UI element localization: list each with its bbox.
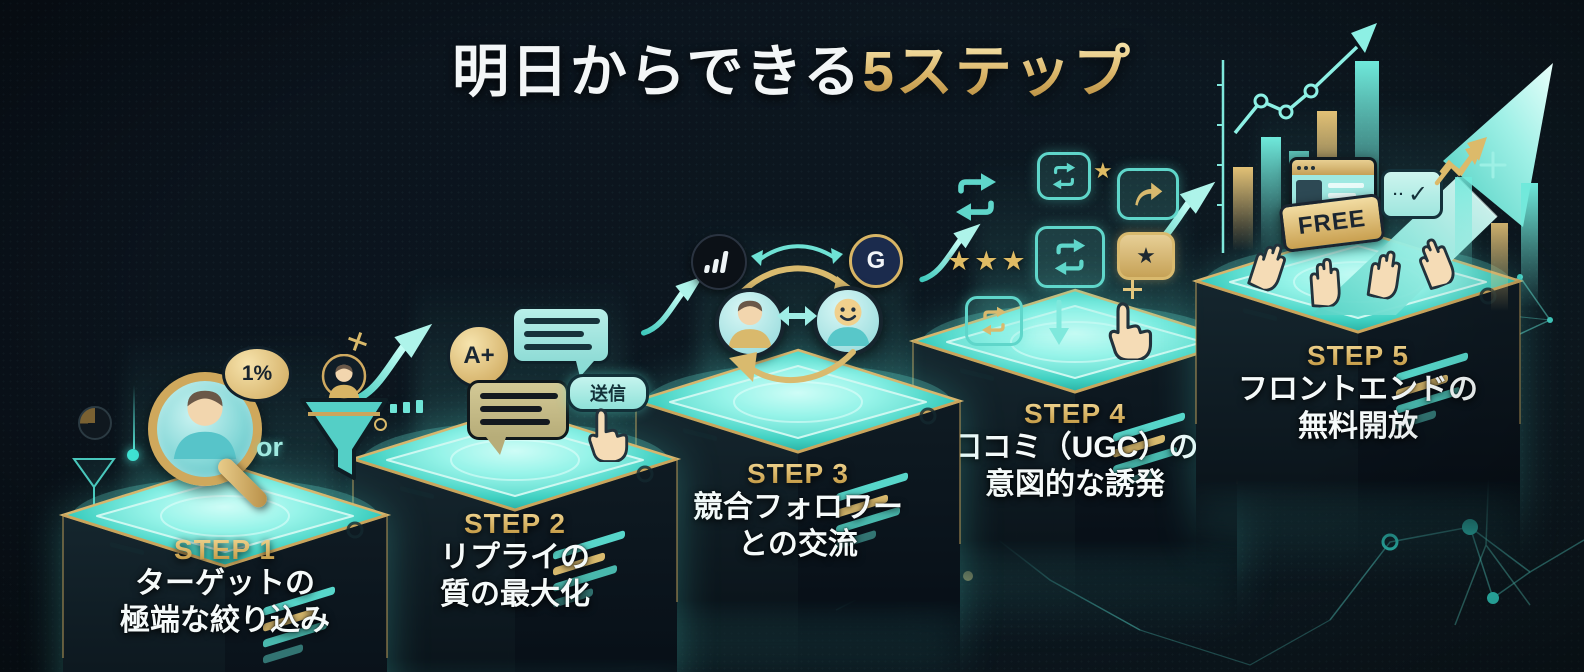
raised-hand-icon-4	[1412, 234, 1459, 293]
repost-bubble-small	[1037, 152, 1091, 200]
step-5: STEP 5 フロントエンドの 無料開放	[1188, 224, 1528, 564]
step-5-line1: フロントエンドの	[1238, 373, 1478, 406]
gold-ring-decor	[374, 418, 387, 431]
step-1-label: STEP 1	[55, 534, 395, 566]
free-tag-label: FREE	[1296, 204, 1368, 241]
sparkle-icon-gold	[1123, 280, 1142, 299]
dots-decor	[390, 400, 429, 418]
title-white-part: 明日からできる	[452, 40, 863, 104]
one-percent-bubble: 1%	[222, 346, 292, 402]
repost-bubble-large	[1035, 226, 1105, 288]
dots-glyph: ··	[1392, 185, 1405, 203]
step-2-text: STEP 2 リプライの 質の最大化	[345, 508, 685, 613]
step-1-line2: 極端な絞り込み	[120, 603, 330, 637]
pie-chart-icon	[78, 406, 112, 440]
repost-bubble-gold-arrows	[965, 296, 1023, 346]
avatar-right	[813, 286, 883, 356]
step-4-text: STEP 4 口コミ（UGC）の 意図的な誘発	[905, 398, 1245, 503]
browser-titlebar	[1292, 160, 1374, 175]
decor-dot	[127, 449, 139, 461]
g-logo-letter: G	[866, 247, 886, 274]
page-title: 明日からできる5ステップ	[0, 26, 1584, 108]
chat-bubble-olive	[467, 380, 569, 455]
raised-hand-icon-2	[1308, 257, 1342, 309]
double-arrow-icon	[777, 306, 817, 326]
raised-hand-icon-3	[1366, 248, 1403, 302]
step-4-line2: 意図的な誘発	[985, 467, 1165, 501]
step-2: STEP 2 リプライの 質の最大化	[345, 402, 685, 672]
step-4-icons: ★ ★★★ ★	[935, 150, 1190, 360]
step-5-icons: FREE ·· ✓	[1245, 143, 1490, 313]
step-4: STEP 4 口コミ（UGC）の 意図的な誘発	[905, 284, 1245, 624]
step-3-icons: G	[685, 222, 905, 392]
star-bubble-gold: ★	[1117, 232, 1175, 280]
g-logo-icon: G	[849, 234, 903, 288]
step-3-text: STEP 3 競合フォロワー との交流	[628, 458, 968, 563]
cycle-arrow-gold-bottom	[729, 349, 856, 384]
one-percent-label: 1%	[241, 362, 273, 385]
or-label: or	[256, 432, 283, 462]
step-1: STEP 1 ターゲットの 極端な絞り込み	[55, 458, 395, 672]
step-4-label: STEP 4	[905, 398, 1245, 430]
step-3: STEP 3 競合フォロワー との交流	[628, 344, 968, 672]
check-bubble: ·· ✓	[1381, 169, 1443, 219]
share-bubble	[1117, 168, 1179, 220]
step-1-text: STEP 1 ターゲットの 極端な絞り込み	[55, 534, 395, 639]
a-plus-label: A+	[463, 342, 495, 369]
three-stars-icon: ★★★	[947, 246, 1029, 276]
a-plus-badge: A+	[447, 324, 511, 388]
sparkle-icon	[348, 332, 367, 351]
step-5-line2: 無料開放	[1298, 409, 1418, 443]
repost-icon-plain	[951, 172, 1001, 222]
step-3-label: STEP 3	[628, 458, 968, 490]
star-icon: ★	[1093, 158, 1113, 183]
step-4-line1: 口コミ（UGC）の	[951, 431, 1199, 464]
step-1-line1: ターゲットの	[135, 567, 315, 600]
step-5-label: STEP 5	[1188, 340, 1528, 372]
step-2-line2: 質の最大化	[440, 577, 590, 611]
analytics-logo-icon	[691, 234, 747, 290]
step-2-icons: A+ 送信	[425, 298, 655, 473]
pointer-hand-icon-2	[1108, 302, 1153, 360]
check-icon: ✓	[1407, 180, 1429, 208]
step-3-line1: 競合フォロワー	[693, 491, 903, 524]
chat-bubble-teal	[511, 306, 611, 377]
exchange-arrow-top	[751, 244, 843, 266]
star-glyph: ★	[1136, 243, 1156, 268]
funnel-icon	[300, 354, 388, 480]
send-button-label: 送信	[590, 384, 626, 404]
step-2-line1: リプライの	[440, 541, 590, 574]
step-5-text: STEP 5 フロントエンドの 無料開放	[1188, 340, 1528, 445]
gold-zigzag-arrow	[1434, 145, 1483, 186]
step-2-label: STEP 2	[345, 508, 685, 540]
send-button: 送信	[567, 374, 649, 412]
pointer-hand-icon	[588, 408, 629, 462]
title-gold-part: 5ステップ	[862, 40, 1132, 104]
avatar-left	[715, 288, 785, 358]
step-3-line2: との交流	[738, 527, 858, 561]
down-arrow-icon	[1049, 300, 1069, 345]
step-1-icons: 1% or	[130, 340, 410, 530]
decor-line	[133, 385, 135, 449]
